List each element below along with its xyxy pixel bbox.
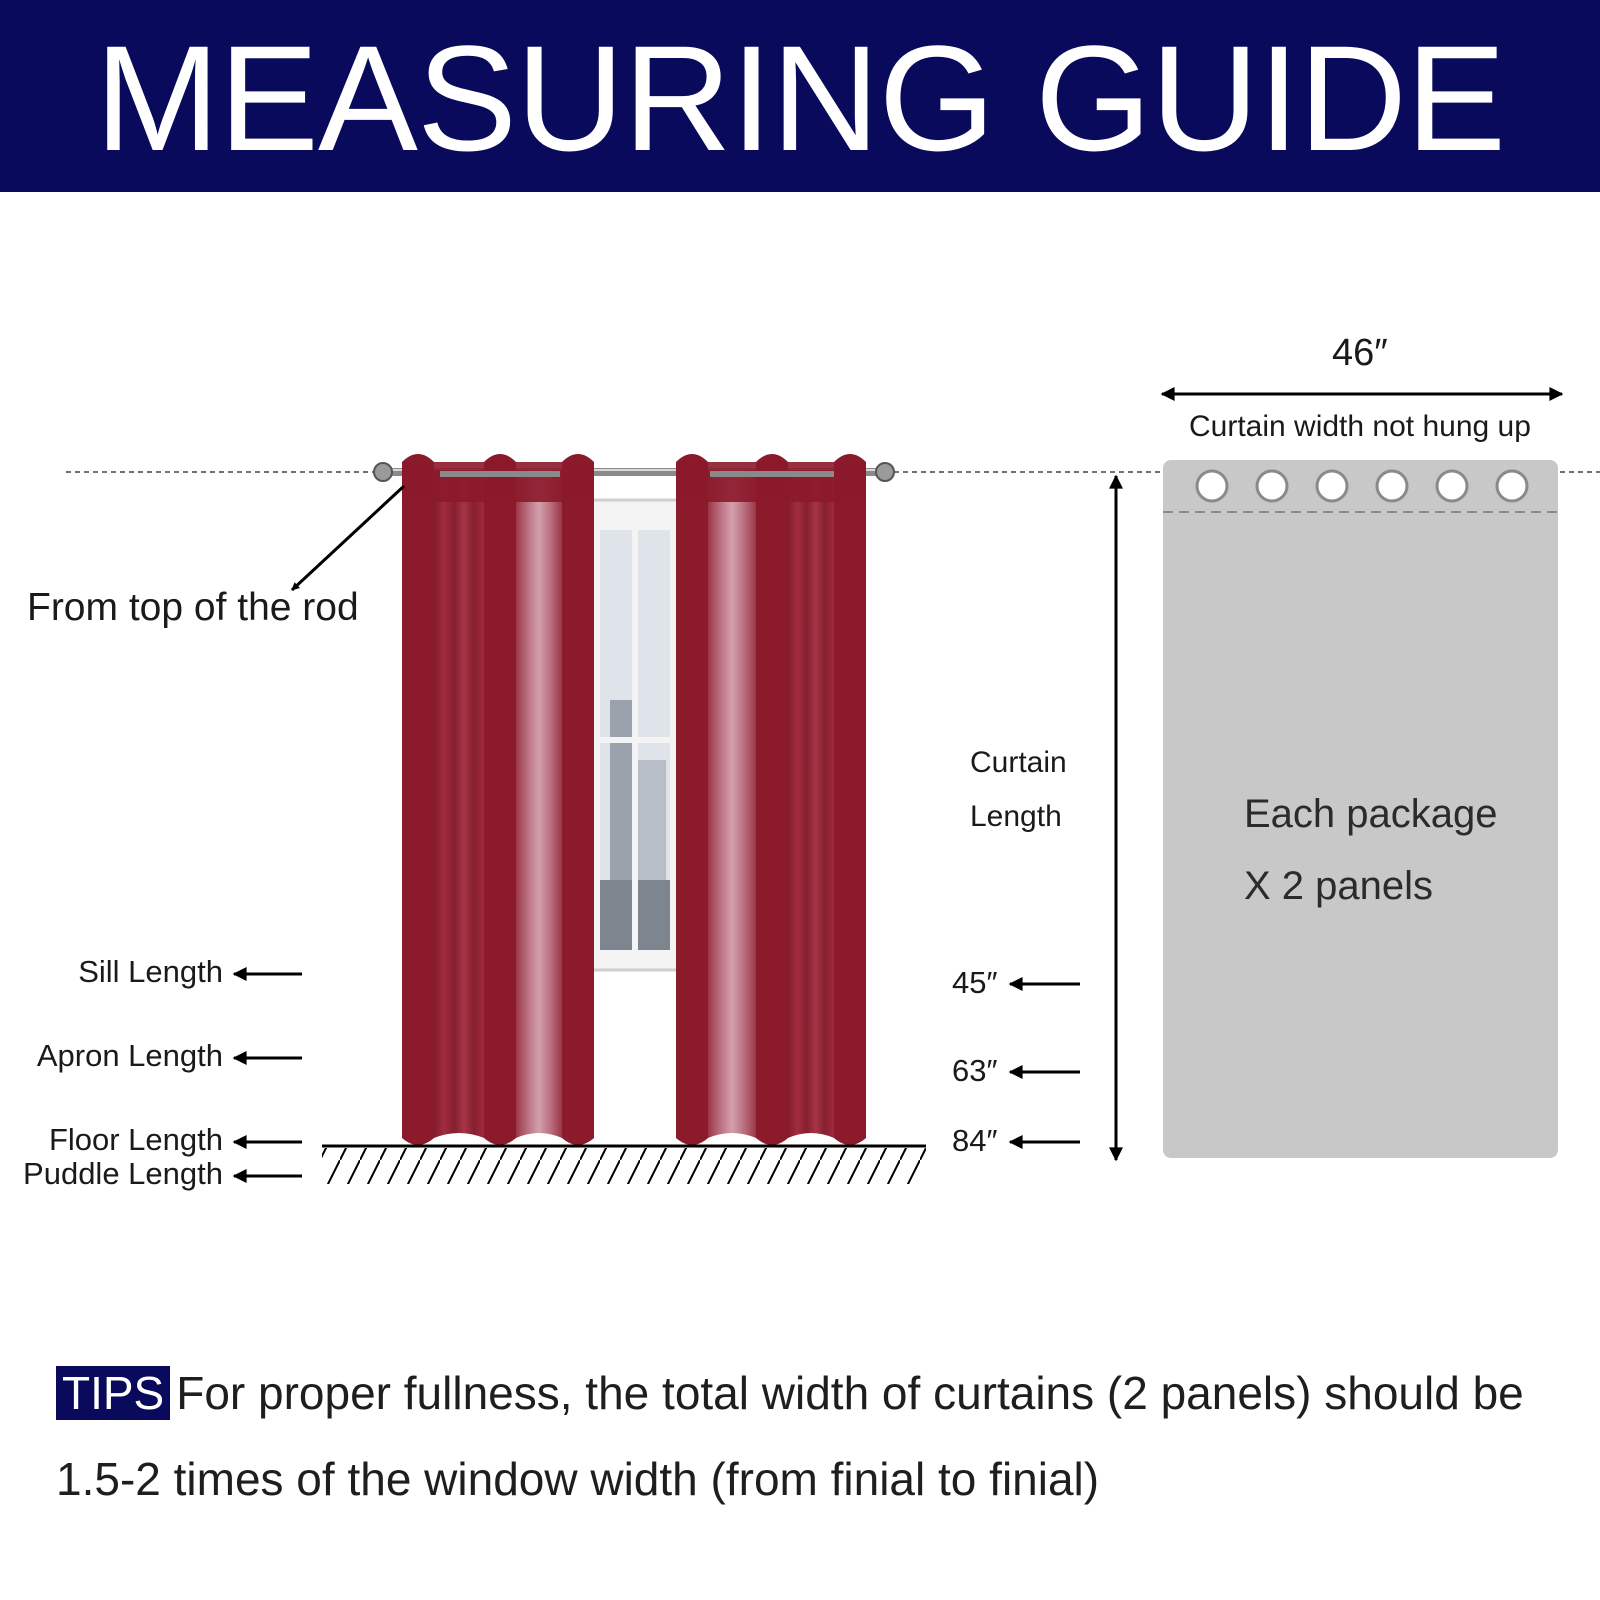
tips-badge: TIPS	[56, 1366, 171, 1420]
panel-width-caption: Curtain width not hung up	[1189, 410, 1531, 443]
panel-width-label: 46″	[1332, 332, 1388, 374]
tips-text: For proper fullness, the total width of …	[56, 1367, 1524, 1505]
rod-pointer-arrow	[290, 484, 406, 592]
sill-length-label: Sill Length	[78, 954, 223, 989]
puddle-length-label: Puddle Length	[23, 1156, 223, 1191]
left-finial	[373, 462, 393, 482]
left-curtain-panel	[402, 454, 594, 1145]
right-curtain-panel	[676, 454, 866, 1145]
length-84-label: 84″	[952, 1123, 998, 1158]
grommet-row	[1195, 469, 1529, 503]
right-finial	[875, 462, 895, 482]
from-top-of-rod-label: From top of the rod	[27, 586, 359, 629]
curtain-length-label-line2: Length	[970, 800, 1062, 833]
grommet-icon	[1375, 469, 1409, 503]
right-length-arrows	[1008, 977, 1080, 1149]
flat-curtain-panel	[1163, 460, 1558, 1158]
floor	[322, 1144, 926, 1184]
window	[588, 498, 682, 972]
package-line-2: X 2 panels	[1244, 864, 1434, 908]
grommet-icon	[1255, 469, 1289, 503]
floor-length-label: Floor Length	[48, 1122, 223, 1157]
grommet-icon	[1315, 469, 1349, 503]
length-63-label: 63″	[952, 1053, 998, 1088]
grommet-icon	[1435, 469, 1469, 503]
package-line-1: Each package	[1244, 792, 1498, 836]
grommet-icon	[1495, 469, 1529, 503]
title-banner: MEASURING GUIDE	[0, 0, 1600, 192]
grommet-icon	[1195, 469, 1229, 503]
left-length-arrows	[232, 967, 302, 1183]
length-45-label: 45″	[952, 965, 998, 1000]
page-title: MEASURING GUIDE	[94, 14, 1506, 182]
apron-length-label: Apron Length	[36, 1038, 223, 1073]
curtain-length-label-line1: Curtain	[970, 746, 1067, 779]
